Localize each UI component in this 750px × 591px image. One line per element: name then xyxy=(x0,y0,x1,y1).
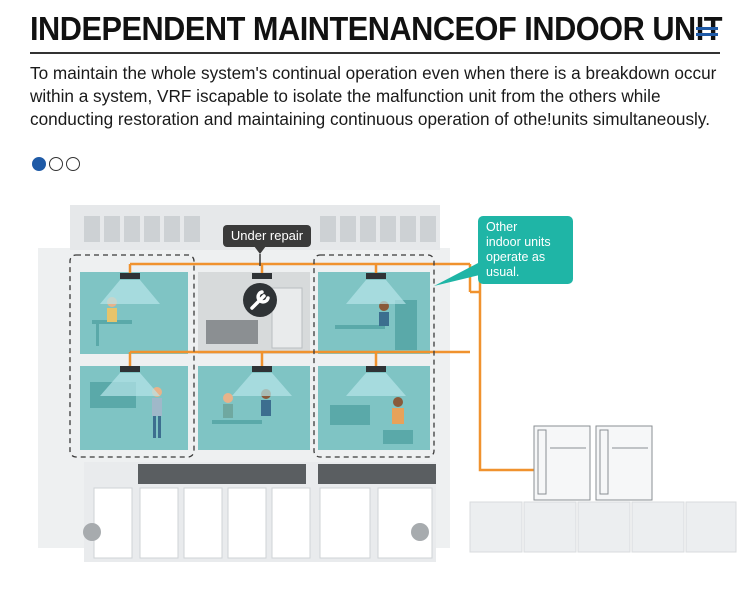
pagination-dot-1[interactable] xyxy=(32,157,46,171)
pagination-dots xyxy=(32,157,83,175)
callout-line-2: indoor units xyxy=(486,235,551,249)
under-repair-label: Under repair xyxy=(223,225,311,247)
page-title: INDEPENDENT MAINTENANCEOF INDOOR UNIT xyxy=(30,10,723,47)
pagination-dot-3[interactable] xyxy=(66,157,80,171)
air-conditioner-icon xyxy=(100,273,406,396)
outdoor-unit-icon xyxy=(533,425,653,501)
header: INDEPENDENT MAINTENANCEOF INDOOR UNIT xyxy=(30,8,723,58)
building-diagram xyxy=(0,180,750,591)
description-text: To maintain the whole system's continual… xyxy=(30,63,717,129)
pagination-dot-2[interactable] xyxy=(49,157,63,171)
callout-line-1: Other xyxy=(486,220,518,234)
operating-unit-groups xyxy=(69,254,435,458)
sofa xyxy=(206,320,258,344)
title-divider xyxy=(30,52,720,54)
title-accent-icon xyxy=(696,24,718,38)
refrigerant-pipes xyxy=(128,262,540,472)
callout-line-3: operate as xyxy=(486,250,546,264)
callout-other-units: Other indoor units operate as usual. xyxy=(478,216,573,284)
top-windows xyxy=(84,216,436,242)
callout-line-4: usual. xyxy=(486,265,520,279)
wrench-icon xyxy=(243,283,277,317)
